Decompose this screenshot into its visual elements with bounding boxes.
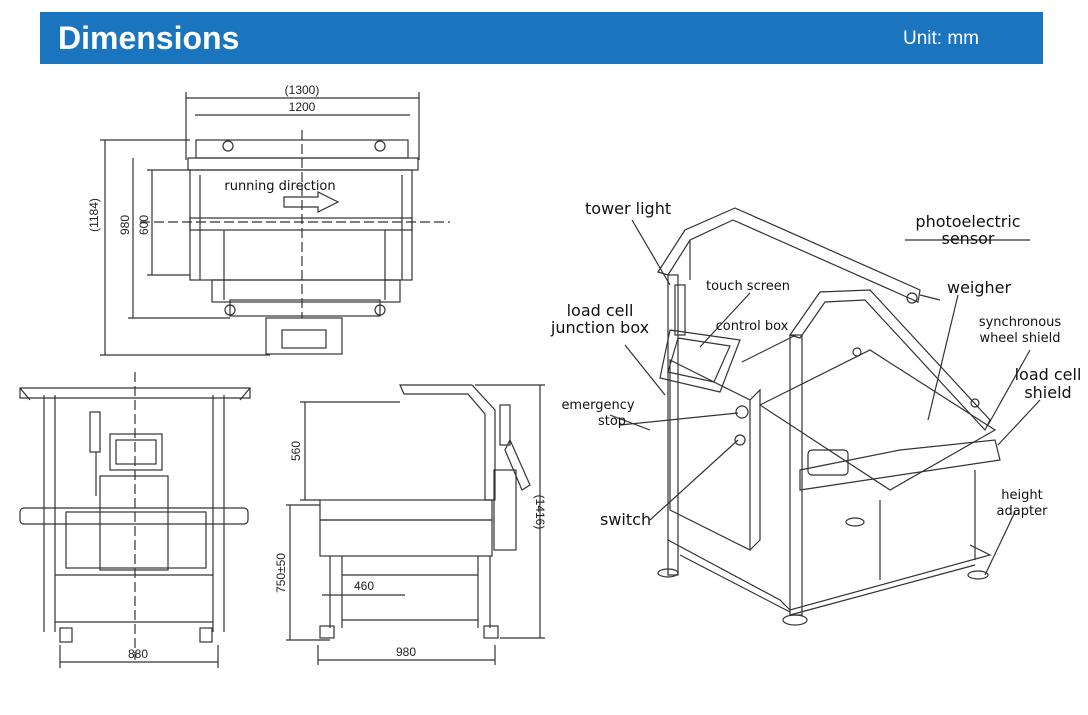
dim-top-overall-depth: (1184): [87, 198, 101, 232]
dim-top-frame-depth: 980: [118, 215, 132, 235]
label-synchronous: synchronous: [979, 315, 1062, 330]
dim-top-overall-width: (1300): [285, 83, 320, 97]
dim-top-belt-width: 1200: [289, 100, 316, 114]
page-title: Dimensions: [58, 20, 240, 56]
label-adapter: adapter: [997, 504, 1049, 519]
label-load-cell-2: load cell: [1015, 365, 1082, 384]
top-view: (1300) 1200 running direction (1184) 980…: [87, 83, 450, 356]
side-view: 560 750±50 460 980 (1416): [274, 384, 547, 665]
dim-side-width: 980: [396, 645, 416, 659]
label-stop: stop: [598, 414, 626, 429]
running-direction-label: running direction: [224, 179, 335, 194]
dim-top-belt-depth: 600: [137, 215, 151, 235]
label-photoelectric: photoelectric: [915, 212, 1020, 231]
label-switch: switch: [600, 510, 651, 529]
dim-side-tower-height: 560: [289, 441, 303, 461]
unit-label: Unit: mm: [903, 28, 979, 49]
dim-side-total-height: (1416): [533, 495, 547, 530]
dim-side-weigher-length: 460: [354, 579, 374, 593]
label-touch-screen: touch screen: [706, 279, 790, 294]
label-sensor: sensor: [941, 229, 994, 248]
label-load-cell: load cell: [567, 301, 634, 320]
label-weigher: weigher: [947, 278, 1012, 297]
label-shield: shield: [1024, 383, 1071, 402]
front-view: 880: [19, 372, 251, 668]
dim-front-width: 880: [128, 647, 148, 661]
label-wheel-shield: wheel shield: [979, 331, 1060, 346]
label-height: height: [1001, 488, 1042, 503]
label-control-box: control box: [716, 319, 789, 334]
iso-view: tower light touch screen photoelectric s…: [550, 199, 1082, 626]
label-junction-box: junction box: [550, 318, 649, 337]
header-bar: Dimensions Unit: mm: [40, 12, 1043, 64]
label-tower-light: tower light: [585, 199, 671, 218]
dim-side-belt-height: 750±50: [274, 553, 288, 593]
label-emergency: emergency: [561, 398, 634, 413]
